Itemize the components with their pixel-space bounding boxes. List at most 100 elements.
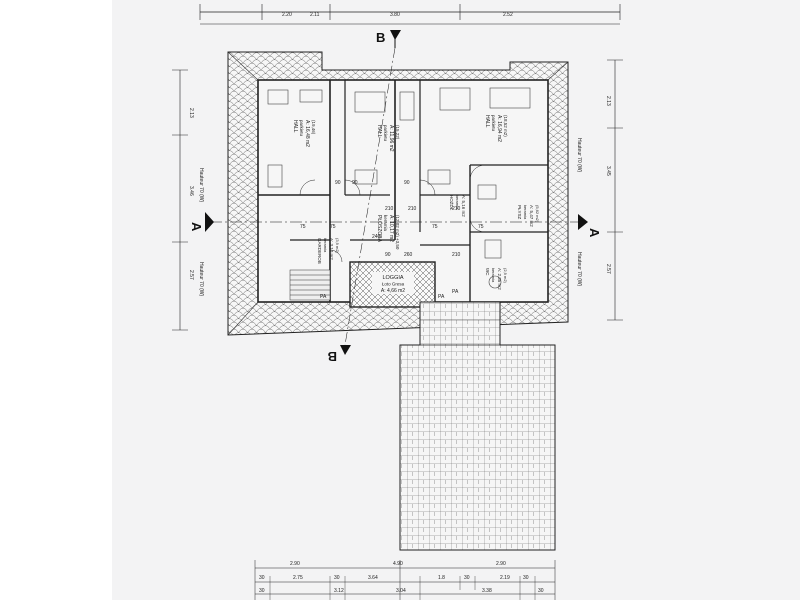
svg-text:parkietu: parkietu — [491, 115, 496, 132]
top-dim-3: 3.80 — [390, 12, 400, 18]
left-dim-3: 2.57 — [188, 270, 194, 280]
svg-text:210: 210 — [452, 252, 461, 258]
svg-text:GARDEROB: GARDEROB — [317, 238, 322, 264]
svg-text:75: 75 — [300, 224, 306, 230]
left-dim-1: 2.13 — [188, 108, 194, 118]
svg-text:keramia: keramia — [323, 238, 328, 253]
svg-text:A: 5,47 m2: A: 5,47 m2 — [529, 205, 534, 227]
svg-text:(15,22): (15,22) — [395, 125, 400, 140]
svg-text:HALL: HALL — [376, 125, 382, 138]
bottom-dim-r2-6: 30 — [464, 575, 470, 581]
svg-text:A: 16,94 m2: A: 16,94 m2 — [496, 115, 502, 142]
roof-label-left-2: Hauteur 70 (W) — [198, 262, 204, 297]
bottom-dim-r2-1: 30 — [259, 575, 265, 581]
svg-text:240: 240 — [372, 234, 381, 240]
svg-text:(5,62 m2): (5,62 m2) — [535, 205, 540, 223]
bottom-dim-r2-4: 3.64 — [368, 575, 378, 581]
svg-text:WC: WC — [485, 268, 490, 276]
svg-text:90: 90 — [352, 180, 358, 186]
svg-text:75: 75 — [432, 224, 438, 230]
room-label-hall-right: HALL parkietu A: 16,94 m2 (18,52 m2) — [484, 115, 508, 142]
svg-text:LOGGIA: LOGGIA — [382, 275, 403, 281]
svg-text:(2,9 m2): (2,9 m2) — [503, 268, 508, 284]
svg-text:A: 10,17 m2: A: 10,17 m2 — [388, 215, 394, 242]
svg-text:A: 5,16 m2: A: 5,16 m2 — [461, 195, 466, 217]
svg-text:PA: PA — [438, 294, 445, 300]
svg-text:PŁYSZ: PŁYSZ — [517, 205, 522, 220]
section-marker-b-top: B — [376, 30, 401, 48]
svg-text:(18,52 m2): (18,52 m2) — [503, 115, 508, 137]
room-label-right-small: PŁYSZ keramia A: 5,47 m2 (5,62 m2) — [517, 205, 540, 227]
bottom-dim-2: 4.90 — [393, 561, 403, 567]
svg-text:B: B — [328, 349, 337, 364]
roof-label-left-1: Hauteur 70 (W) — [198, 168, 204, 203]
lower-roof — [399, 301, 556, 551]
bottom-dim-r3-1: 30 — [259, 588, 265, 594]
svg-text:(3,9 m2): (3,9 m2) — [335, 238, 340, 254]
bottom-dim-r3-5: 30 — [538, 588, 544, 594]
section-line-b — [344, 47, 396, 346]
bottom-dim-r3-2: 3.12 — [334, 588, 344, 594]
svg-text:75: 75 — [478, 224, 484, 230]
svg-text:(19,46): (19,46) — [311, 120, 316, 135]
staircase — [289, 269, 331, 301]
svg-text:90: 90 — [385, 252, 391, 258]
bottom-dimension-chain — [254, 560, 556, 600]
svg-text:A: 11,96 m2: A: 11,96 m2 — [388, 125, 394, 152]
roof-label-right-2: Hauteur 70 (W) — [576, 252, 582, 287]
bottom-dim-r2-3: 30 — [334, 575, 340, 581]
top-dimension-chain — [199, 4, 621, 25]
top-dim-1: 2.20 — [282, 12, 292, 18]
room-label-hall-left: HALL parkietu A: 16,48 m2 (19,46) — [292, 120, 316, 147]
top-dim-4: 2.52 — [503, 12, 513, 18]
right-dim-3: 2.57 — [605, 264, 611, 274]
svg-text:A: 2,35 m2: A: 2,35 m2 — [497, 268, 502, 290]
svg-text:HALL: HALL — [292, 120, 298, 133]
svg-text:260: 260 — [404, 252, 413, 258]
room-label-garderob: GARDEROB keramia A: 3,10 m2 (3,9 m2) — [317, 238, 340, 264]
svg-text:keramia: keramia — [523, 205, 528, 220]
svg-text:Łoto Gresa: Łoto Gresa — [382, 282, 405, 287]
bottom-dim-r2-5: 1.8 — [438, 575, 445, 581]
room-label-loggia: LOGGIA Łoto Gresa A: 4,66 m2 — [372, 272, 414, 294]
svg-text:A: 16,48 m2: A: 16,48 m2 — [304, 120, 310, 147]
svg-text:210: 210 — [385, 206, 394, 212]
svg-text:PA: PA — [320, 294, 327, 300]
room-label-wc: WC keramia A: 2,35 m2 (2,9 m2) — [485, 268, 508, 290]
svg-text:B: B — [376, 30, 385, 45]
section-marker-a-left: A — [189, 212, 214, 232]
svg-text:A: 4,66 m2: A: 4,66 m2 — [381, 288, 405, 294]
svg-text:75: 75 — [330, 224, 336, 230]
bottom-dim-1: 2.90 — [290, 561, 300, 567]
bottom-dim-3: 2.90 — [496, 561, 506, 567]
bottom-dim-r3-4: 3.38 — [482, 588, 492, 594]
bottom-dim-r2-2: 2.75 — [293, 575, 303, 581]
svg-text:PA: PA — [452, 289, 459, 295]
svg-text:HALL: HALL — [484, 115, 490, 128]
svg-text:parkietu: parkietu — [299, 120, 304, 137]
room-label-central: PŁÓSZOBA keramia A: 10,17 m2 (12,02 m2) … — [376, 215, 400, 250]
svg-text:90: 90 — [404, 180, 410, 186]
svg-text:keramia: keramia — [455, 195, 460, 210]
bottom-dim-r3-3: 3.04 — [396, 588, 406, 594]
bottom-dim-r2-7: 2.19 — [500, 575, 510, 581]
svg-text:210: 210 — [408, 206, 417, 212]
svg-text:HOŻDŁ: HOŻDŁ — [449, 195, 455, 211]
room-label-hall-center: HALL parkietu A: 11,96 m2 (15,22) — [376, 125, 400, 152]
section-marker-b-bottom: B — [328, 345, 351, 364]
svg-text:A: A — [189, 222, 204, 232]
bottom-dim-r2-8: 30 — [523, 575, 529, 581]
roof-label-right-1: Hauteur 70 (W) — [576, 138, 582, 173]
svg-text:210: 210 — [452, 206, 461, 212]
left-dimension-chain — [172, 69, 188, 331]
right-dimension-chain — [607, 59, 623, 321]
svg-text:A: 3,10 m2: A: 3,10 m2 — [329, 238, 334, 260]
right-dim-2: 3.45 — [605, 166, 611, 176]
right-dim-1: 2.13 — [605, 96, 611, 106]
svg-text:PŁÓSZOBA: PŁÓSZOBA — [376, 215, 383, 243]
upper-roof — [227, 51, 569, 336]
svg-text:A: A — [587, 228, 602, 238]
svg-text:90: 90 — [335, 180, 341, 186]
top-dim-2: 2.11 — [310, 12, 320, 18]
